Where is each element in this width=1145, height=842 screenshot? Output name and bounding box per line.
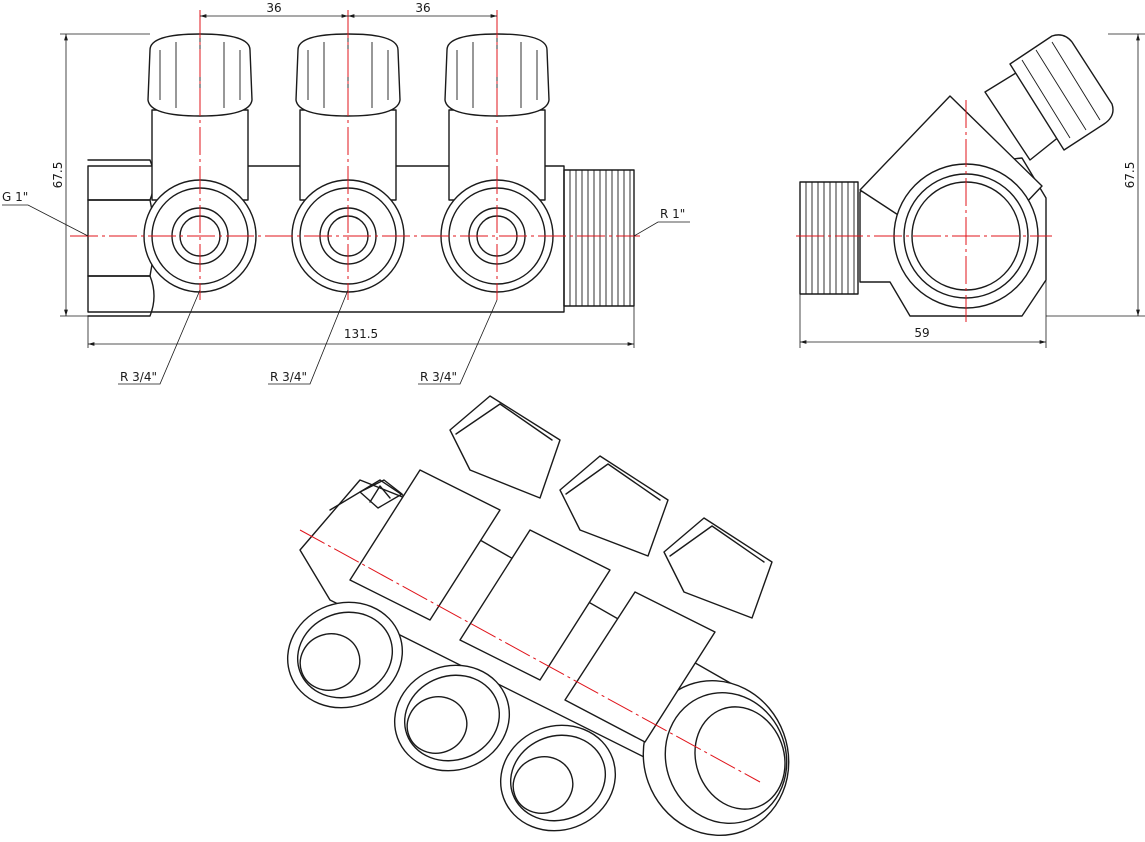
iso-main-centerline [299,529,761,783]
iso-valve-1 [349,395,561,621]
logo-mark [359,479,403,509]
branch-2-thread-label: R 3/4" [270,370,307,384]
iso-outlet-3 [499,724,617,832]
isometric-view [286,395,790,837]
dim-side-depth: 59 [914,326,929,340]
side-male-thread [799,181,859,295]
front-view: 36 36 67.5 131.5 G 1" R 1" R 3/4" R 3/4"… [2,1,690,385]
iso-outlet-1 [286,601,404,709]
inlet-thread-label: G 1" [2,190,28,204]
dim-overall-length: 131.5 [344,327,378,341]
branch-1-thread-label: R 3/4" [120,370,157,384]
iso-outlet-2 [393,664,511,772]
iso-valve-3 [564,517,773,743]
dim-front-height: 67.5 [51,162,65,189]
outlet-thread-label: R 1" [660,207,685,221]
dim-side-height: 67.5 [1123,162,1137,189]
iso-valve-2 [459,455,669,681]
branch-3-thread-label: R 3/4" [420,370,457,384]
side-valve-cap [1009,34,1114,151]
dim-branch-spacing-2: 36 [415,1,430,15]
branch-valve-3 [440,33,554,293]
dim-branch-spacing-1: 36 [266,1,281,15]
outlet-male-thread [563,169,635,307]
side-view: 67.5 59 [796,33,1145,348]
